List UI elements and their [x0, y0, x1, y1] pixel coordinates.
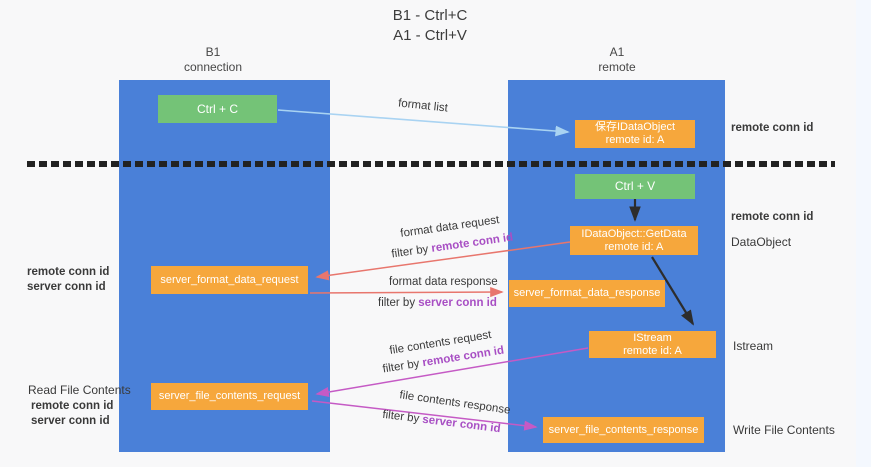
annotation-filter-server-1: filter by server conn id — [378, 297, 497, 309]
node-ctrl-c: Ctrl + C — [158, 95, 277, 123]
node-ctrl-c-label: Ctrl + C — [196, 101, 238, 116]
node-getdata-line1: IDataObject::GetData — [581, 227, 687, 240]
filter-by-text: filter by — [378, 297, 419, 309]
node-server-format-data-request: server_format_data_request — [151, 266, 308, 294]
node-server-file-contents-request: server_file_contents_request — [151, 383, 308, 410]
label-dataobject: DataObject — [731, 235, 792, 249]
label-remote-conn-id-top-right: remote conn id — [731, 122, 814, 134]
node-server-format-data-response-label: server_format_data_response — [513, 287, 661, 299]
label-read-file-contents: Read File Contents — [28, 383, 131, 397]
session-divider-dashed-line — [27, 161, 835, 167]
label-remote-conn-id-mid-right: remote conn id — [731, 211, 814, 223]
filter-server-conn-id: server conn id — [421, 413, 502, 436]
node-getdata-line2: remote id: A — [604, 240, 664, 253]
filter-by-text: filter by — [390, 242, 433, 261]
node-server-file-contents-request-label: server_file_contents_request — [158, 390, 301, 402]
filter-by-text: filter by — [381, 408, 424, 426]
label-write-file-contents: Write File Contents — [733, 423, 835, 437]
filter-remote-conn-id: remote conn id — [430, 231, 514, 255]
label-istream: Istream — [733, 339, 774, 353]
node-server-format-data-response: server_format_data_response — [509, 280, 665, 307]
lane-b1-role: connection — [183, 60, 243, 74]
diagram-title: B1 - Ctrl+C A1 - Ctrl+V — [300, 6, 560, 46]
lane-b1-name: B1 — [205, 45, 221, 59]
node-ctrl-v: Ctrl + V — [575, 174, 695, 199]
node-istream: IStream remote id: A — [589, 331, 716, 358]
label-server-conn-id-left-1: server conn id — [27, 281, 106, 293]
label-server-conn-id-left-2: server conn id — [31, 415, 110, 427]
node-istream-line2: remote id: A — [623, 344, 682, 357]
diagram-title-line2: A1 - Ctrl+V — [393, 27, 467, 44]
annotation-format-data-response: format data response — [389, 276, 498, 288]
lane-header-b1: B1 connection — [143, 45, 283, 75]
lane-header-a1: A1 remote — [547, 45, 687, 75]
node-save-dataobject: 保存IDataObject remote id: A — [575, 120, 695, 148]
format-data-response-arrow — [309, 286, 504, 298]
node-ctrl-v-label: Ctrl + V — [614, 179, 656, 193]
window-edge-strip — [856, 0, 871, 467]
filter-server-conn-id: server conn id — [418, 297, 497, 309]
node-server-file-contents-response: server_file_contents_response — [543, 417, 704, 443]
lane-a1-role: remote — [598, 60, 636, 74]
node-istream-line1: IStream — [633, 331, 672, 344]
lane-a1-name: A1 — [609, 45, 625, 59]
diagram-title-line1: B1 - Ctrl+C — [392, 7, 468, 24]
label-remote-conn-id-left-2: remote conn id — [31, 400, 114, 412]
node-save-dataobject-line2: remote id: A — [605, 134, 665, 146]
filter-by-text: filter by — [381, 357, 424, 376]
node-server-file-contents-response-label: server_file_contents_response — [548, 423, 699, 436]
label-remote-conn-id-left-1: remote conn id — [27, 266, 110, 278]
node-save-dataobject-line1: 保存IDataObject — [594, 121, 676, 133]
node-server-format-data-request-label: server_format_data_request — [160, 273, 299, 286]
node-idataobject-getdata: IDataObject::GetData remote id: A — [570, 226, 698, 255]
annotation-format-list: format list — [397, 97, 449, 115]
